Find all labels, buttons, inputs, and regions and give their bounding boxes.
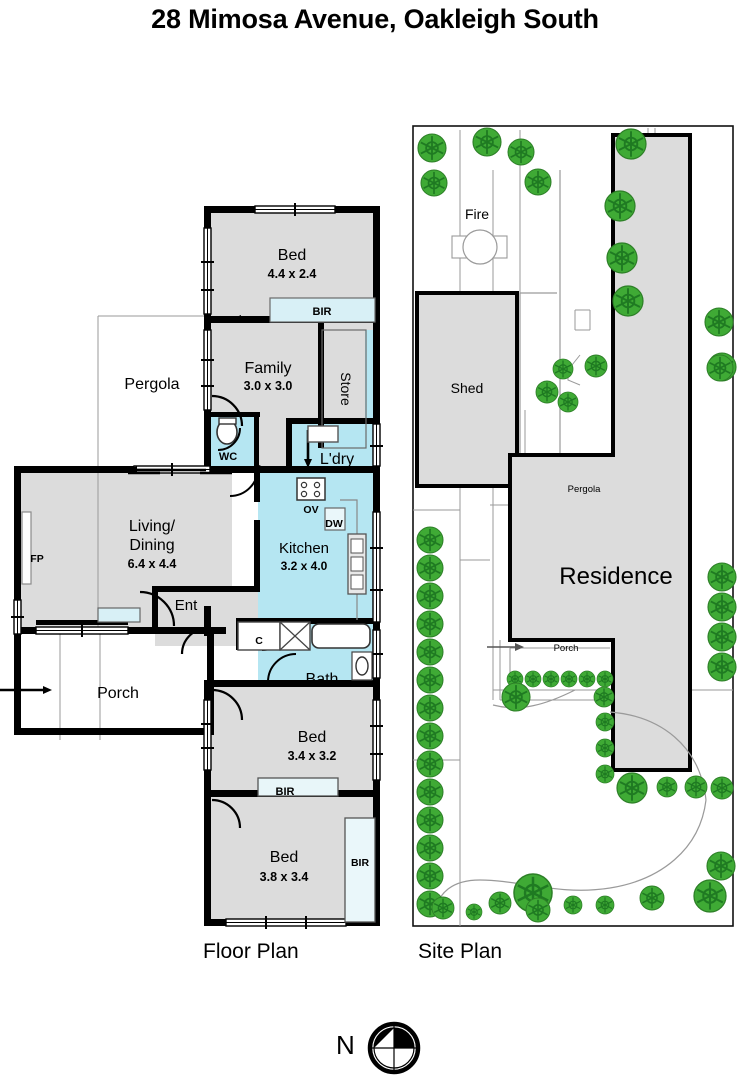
- dims-kitchen: 3.2 x 4.0: [281, 559, 328, 573]
- label-living-1: Living/: [129, 518, 176, 535]
- compass-north-label: N: [336, 1030, 355, 1060]
- page-title: 28 Mimosa Avenue, Oakleigh South: [151, 4, 599, 34]
- label-living-2: Dining: [129, 537, 174, 554]
- wc-door-swing: [217, 427, 241, 451]
- label-dishwasher: DW: [325, 518, 343, 530]
- label-site-pergola: Pergola: [568, 484, 601, 495]
- site-plan: Fire Shed Pergola Residence Porch: [412, 125, 737, 927]
- compass-rose-icon: [367, 1021, 421, 1075]
- floor-plan: Bed 4.4 x 2.4 BIR Family 3.0 x 3.0 Store…: [0, 203, 383, 929]
- store-outline: [321, 329, 367, 449]
- label-entry: Ent: [175, 597, 198, 614]
- label-bed-top: Bed: [278, 247, 306, 264]
- porch-arrow: [487, 643, 524, 651]
- dims-bed-top: 4.4 x 2.4: [268, 267, 317, 281]
- dims-living: 6.4 x 4.4: [128, 557, 177, 571]
- label-laundry: L'dry: [320, 451, 354, 468]
- label-closet: C: [255, 635, 263, 647]
- label-store: Store: [338, 372, 354, 406]
- label-pergola: Pergola: [124, 376, 179, 393]
- label-bir-middle: BIR: [276, 786, 295, 798]
- entry-bench: [97, 607, 141, 623]
- label-bir-top: BIR: [313, 306, 332, 318]
- label-kitchen: Kitchen: [279, 540, 329, 557]
- label-porch: Porch: [97, 685, 139, 702]
- floor-door-swings: [139, 394, 289, 829]
- label-wc: WC: [219, 451, 237, 463]
- label-fp: FP: [30, 553, 43, 565]
- floor-fixtures: [21, 297, 376, 923]
- label-family: Family: [244, 360, 291, 377]
- fire-pit-group: [451, 229, 508, 265]
- dims-family: 3.0 x 3.0: [244, 379, 293, 393]
- bir-middle-icon: [257, 777, 339, 797]
- site-plan-caption: Site Plan: [418, 940, 503, 963]
- label-bed-middle: Bed: [298, 729, 326, 746]
- compass-rose: N: [336, 1016, 426, 1076]
- label-oven: OV: [303, 504, 318, 516]
- label-site-fire: Fire: [465, 206, 489, 222]
- label-site-shed: Shed: [451, 380, 484, 396]
- label-site-porch: Porch: [554, 643, 579, 654]
- label-bed-bottom: Bed: [270, 849, 298, 866]
- label-bir-bottom: BIR: [351, 857, 370, 869]
- residence-block: [508, 133, 692, 772]
- dims-bed-bottom: 3.8 x 3.4: [260, 870, 309, 884]
- bir-bottom-icon: [344, 817, 376, 923]
- dims-bed-middle: 3.4 x 3.2: [288, 749, 337, 763]
- dishwasher-icon: [324, 507, 346, 531]
- closet-icon: [237, 621, 281, 651]
- label-site-residence: Residence: [559, 563, 672, 590]
- floor-plan-caption: Floor Plan: [203, 940, 299, 963]
- label-bath: Bath: [306, 671, 339, 688]
- floor-labels: Bed 4.4 x 2.4 BIR Family 3.0 x 3.0 Store…: [30, 247, 369, 884]
- bathtub-icon: [311, 623, 371, 649]
- oven-icon: [296, 477, 326, 501]
- shed-block: [415, 291, 519, 488]
- laundry-trough-icon: [307, 425, 339, 443]
- fire-pit-icon: [462, 229, 498, 265]
- basin-icon: [355, 656, 369, 676]
- bir-top-icon: [269, 297, 376, 323]
- fireplace-icon: [21, 511, 32, 585]
- site-labels: Fire Shed Pergola Residence Porch: [451, 206, 673, 654]
